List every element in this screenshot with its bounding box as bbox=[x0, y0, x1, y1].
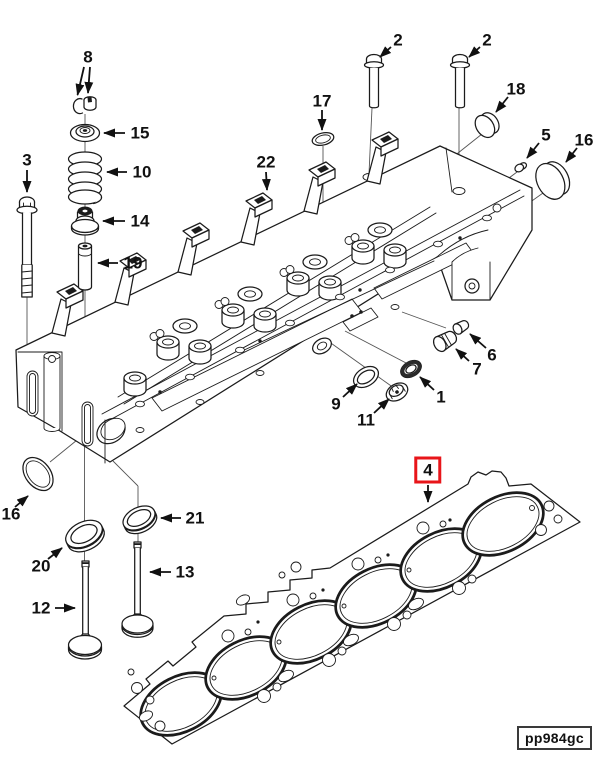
part-seal-ring-17 bbox=[311, 131, 335, 147]
part-valve-seat-21 bbox=[122, 505, 158, 535]
callout-12-label: 12 bbox=[31, 598, 51, 618]
callout-10-label: 10 bbox=[132, 162, 152, 182]
part-valve-13 bbox=[121, 541, 154, 638]
part-seal-ring-1 bbox=[400, 359, 422, 379]
gasket-bores bbox=[139, 491, 545, 737]
part-valve-collets bbox=[72, 96, 97, 115]
callout-2-right-label: 2 bbox=[482, 30, 492, 50]
callout-7-label: 7 bbox=[472, 359, 482, 379]
callout-14-label: 14 bbox=[130, 211, 150, 231]
part-valve-guide bbox=[77, 242, 93, 291]
part-bolt-2-right bbox=[449, 53, 471, 109]
part-valve-spring bbox=[67, 151, 103, 205]
callout-19-label: 19 bbox=[123, 253, 143, 273]
callout-6-label: 6 bbox=[487, 345, 497, 365]
callout-5-label: 5 bbox=[541, 125, 551, 145]
callout-17-label: 17 bbox=[312, 91, 332, 111]
spring-bosses bbox=[123, 239, 407, 397]
part-valve-stem-seal bbox=[70, 206, 100, 236]
callout-arrows bbox=[14, 46, 578, 613]
part-cup-plug-16-left bbox=[22, 456, 54, 492]
callout-22-label: 22 bbox=[256, 152, 276, 172]
loose-parts bbox=[16, 53, 571, 660]
part-pipe-plug-5 bbox=[514, 162, 528, 173]
callout-2-left-label: 2 bbox=[393, 30, 403, 50]
callout-18-label: 18 bbox=[506, 79, 526, 99]
callout-3-label: 3 bbox=[22, 150, 32, 170]
callout-13-label: 13 bbox=[175, 562, 195, 582]
part-hex-plug-11 bbox=[385, 382, 409, 402]
callout-16-top-right-label: 16 bbox=[574, 130, 594, 150]
rocker-pedestals bbox=[51, 131, 399, 337]
part-code-label: pp984gc bbox=[517, 726, 592, 750]
callout-20-label: 20 bbox=[31, 556, 51, 576]
part-bolt-2-left bbox=[363, 53, 385, 109]
callout-11-label: 11 bbox=[357, 410, 375, 430]
callout-4-highlighted-label: 4 bbox=[414, 456, 442, 484]
cylinder-head-drawing bbox=[15, 131, 533, 464]
callout-1-label: 1 bbox=[436, 387, 446, 407]
callout-15-label: 15 bbox=[130, 123, 150, 143]
part-plug-6 bbox=[452, 320, 470, 335]
part-spring-retainer bbox=[69, 123, 101, 143]
part-plug-7 bbox=[432, 330, 458, 353]
deck-holes bbox=[135, 214, 492, 408]
part-cup-plug-18 bbox=[474, 112, 500, 139]
part-cup-plug-16-right bbox=[535, 161, 571, 200]
head-gasket-drawing bbox=[123, 470, 581, 745]
callout-21-label: 21 bbox=[185, 508, 205, 528]
callout-8-label: 8 bbox=[83, 47, 93, 67]
callout-9-label: 9 bbox=[331, 394, 341, 414]
part-valve-12 bbox=[67, 560, 103, 660]
part-o-ring-9 bbox=[352, 365, 380, 389]
part-valve-seat-20 bbox=[65, 519, 105, 553]
gasket-small-holes bbox=[127, 500, 563, 732]
part-bolt-3 bbox=[16, 196, 38, 298]
callout-16-left-label: 16 bbox=[1, 504, 21, 524]
